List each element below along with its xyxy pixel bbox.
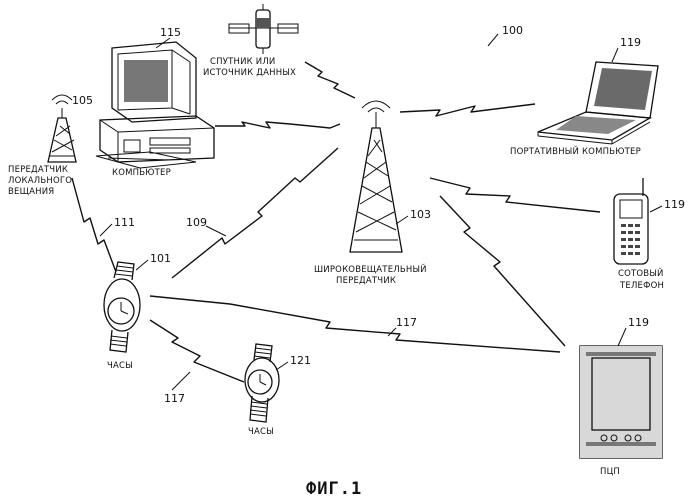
wireless-links [72, 62, 600, 382]
cell-phone-label-line2: ТЕЛЕФОН [619, 281, 664, 291]
watch-second-ref: 121 [290, 354, 311, 367]
figure-caption: ФИГ.1 [306, 479, 362, 499]
cell-phone-icon [614, 178, 648, 264]
watch-main-icon [104, 262, 140, 352]
link-broadcast-watch-ref: 109 [186, 216, 207, 229]
pda-icon [580, 346, 662, 458]
link-watch-pda [150, 296, 560, 352]
local-transmitter-label-line1: ПЕРЕДАТЧИК [8, 165, 68, 175]
link-local-watch-ref: 111 [114, 216, 135, 229]
computer-icon [96, 42, 214, 168]
link-computer-broadcast [215, 122, 340, 128]
laptop-label: ПОРТАТИВНЫЙ КОМПЬЮТЕР [510, 145, 641, 157]
link-local-watch [72, 178, 116, 272]
link-watch-watch [150, 320, 244, 382]
laptop-ref: 119 [620, 36, 641, 49]
link-broadcast-watch [172, 148, 338, 278]
link-watch-pda-ref: 117 [396, 316, 417, 329]
computer-ref: 115 [160, 26, 181, 39]
local-transmitter-label-line2: ЛОКАЛЬНОГО [8, 176, 72, 186]
broadcast-tower-ref: 103 [410, 208, 431, 221]
computer-label: КОМПЬЮТЕР [112, 168, 171, 178]
link-broadcast-phone [430, 178, 600, 212]
satellite-icon [229, 4, 298, 54]
pda-ref: 119 [628, 316, 649, 329]
link-broadcast-laptop [400, 104, 535, 116]
broadcast-tower-icon [350, 101, 402, 252]
satellite-label-line2: ИСТОЧНИК ДАННЫХ [203, 68, 296, 78]
laptop-icon [538, 62, 658, 144]
watch-main-label: ЧАСЫ [107, 361, 133, 371]
watch-main-ref: 101 [150, 252, 171, 265]
cell-phone-ref: 119 [664, 198, 685, 211]
local-transmitter-ref: 105 [72, 94, 93, 107]
figure-ref: 100 [502, 24, 523, 37]
watch-second-label: ЧАСЫ [248, 427, 274, 437]
broadcast-tower-label-line2: ПЕРЕДАТЧИК [336, 276, 396, 286]
link-broadcast-pda [440, 196, 565, 346]
pda-label: ПЦП [600, 467, 620, 477]
satellite-label-line1: СПУТНИК ИЛИ [210, 57, 276, 67]
watch-second-icon [245, 344, 279, 422]
cell-phone-label-line1: СОТОВЫЙ [618, 267, 664, 279]
link-satellite-broadcast [305, 62, 355, 98]
link-watch-watch-ref: 117 [164, 392, 185, 405]
broadcast-tower-label-line1: ШИРОКОВЕЩАТЕЛЬНЫЙ [314, 263, 427, 275]
local-transmitter-label-line3: ВЕЩАНИЯ [8, 187, 54, 197]
